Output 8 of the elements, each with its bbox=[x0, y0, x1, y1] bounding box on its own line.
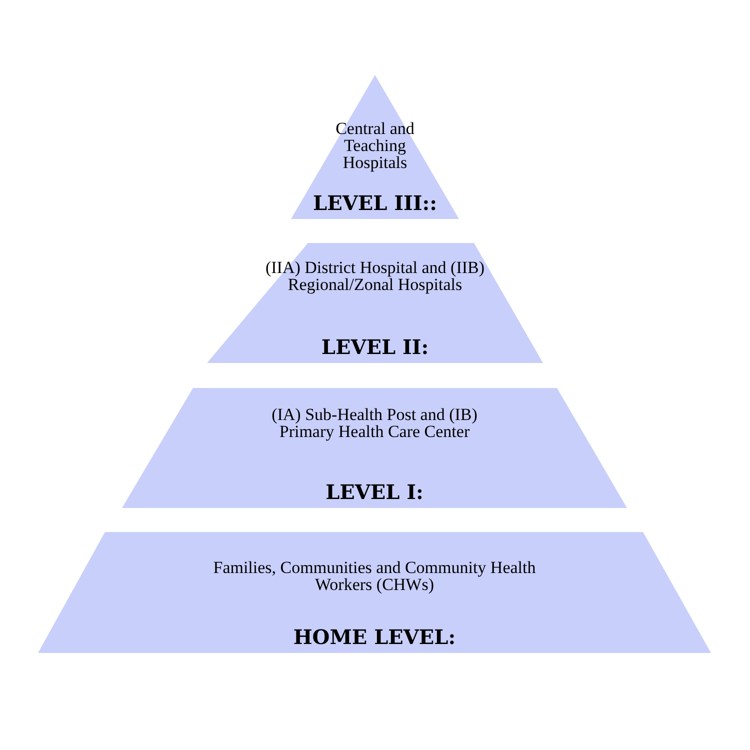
tier-description: (IIA) District Hospital and (IIB) Regional/Zonal Hospitals bbox=[264, 259, 486, 293]
tier-description: (IA) Sub-Health Post and (IB) Primary Health Care Center bbox=[270, 406, 478, 440]
tier-heading: LEVEL III:: bbox=[313, 191, 437, 215]
tier-description: Central and Teaching Hospitals bbox=[334, 120, 416, 171]
tier-heading: LEVEL I: bbox=[326, 480, 424, 504]
tier-description: Families, Communities and Community Health Workers (CHWs) bbox=[212, 559, 537, 593]
tier-heading: HOME LEVEL: bbox=[293, 625, 456, 649]
tier-heading: LEVEL II: bbox=[321, 335, 429, 359]
